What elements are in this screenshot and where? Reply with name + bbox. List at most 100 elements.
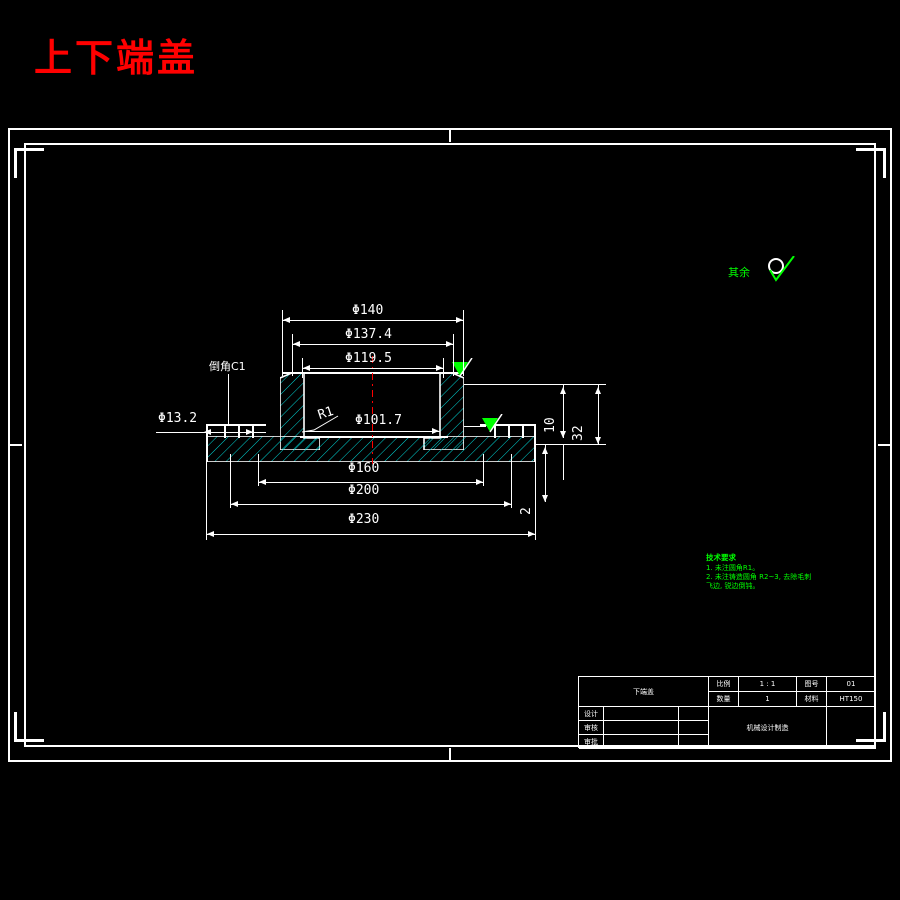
dim-line (306, 431, 440, 432)
center-tick-top (449, 128, 451, 142)
corner-mark-bl-h (14, 739, 44, 742)
title-block-value-drawing-number: 01 (827, 677, 876, 692)
vertical-centerline (372, 356, 373, 464)
ext-line-right (463, 310, 464, 376)
bore-step-right-2 (508, 424, 510, 438)
bore-step-left-3 (252, 424, 254, 438)
ext-line-right (443, 358, 444, 378)
arrow-left (231, 501, 238, 507)
title-block-key-quantity: 数量 (709, 692, 739, 707)
corner-mark-tr-v (883, 148, 886, 178)
finish-leader-line (464, 426, 486, 427)
dim-line (206, 534, 536, 535)
arrow-left (204, 429, 211, 435)
ext-line-right (483, 454, 484, 486)
center-tick-right (878, 444, 892, 446)
dimension-label: Φ160 (348, 461, 380, 476)
flange-right-edge (534, 424, 536, 462)
title-block: 下端盖 比例 1 : 1 图号 01 数量 1 材料 HT150 设计 审核 审… (578, 676, 876, 749)
arrow-left (303, 365, 310, 371)
dimension-label: 10 (543, 417, 558, 433)
arrow-down (560, 431, 566, 441)
arrow-left (207, 531, 214, 537)
title-block-value-quantity: 1 (739, 692, 797, 707)
cavity-floor-line (300, 436, 448, 438)
ext-line-bottom (536, 444, 606, 445)
technical-requirements-item-1: 1. 未注圆角R1。 (706, 563, 760, 572)
arrow-right (528, 531, 535, 537)
title-block-key-material: 材料 (797, 692, 827, 707)
dimension-label: Φ119.5 (345, 351, 392, 366)
arrow-right (456, 317, 463, 323)
dimension-label: Φ137.4 (345, 327, 392, 342)
arrow-left (259, 479, 266, 485)
dimension-label: Φ13.2 (158, 411, 198, 426)
bore-step-left-2 (238, 424, 240, 438)
ext-line-left (302, 358, 303, 378)
title-block-part-name: 下端盖 (579, 677, 709, 707)
bore-top-line-left (206, 424, 266, 426)
dim-line (302, 368, 444, 369)
flange-left-edge (206, 424, 208, 462)
arrow-right (504, 501, 511, 507)
arrow-right (246, 429, 253, 435)
title-block-value-scale: 1 : 1 (739, 677, 797, 692)
title-block-key-designer: 设计 (579, 707, 604, 721)
corner-mark-tl-v (14, 148, 17, 178)
dim-line (545, 444, 546, 502)
left-wall-hatched (280, 372, 320, 450)
title-block-field-designer[interactable] (604, 707, 679, 721)
arrow-up (542, 444, 548, 454)
corner-mark-bl-v (14, 712, 17, 742)
arrow-right (476, 479, 483, 485)
arrow-left (283, 317, 290, 323)
bore-step-left-1 (224, 424, 226, 438)
dim-line (563, 384, 564, 438)
surface-finish-label: 其余 (728, 266, 750, 279)
dimension-label: Φ101.7 (355, 413, 402, 428)
ext-line-left (282, 310, 283, 376)
title-block-value-material: HT150 (827, 692, 876, 707)
dim-line (258, 482, 484, 483)
ext-line-left (230, 454, 231, 508)
dim-line (292, 344, 454, 345)
technical-requirements-item-2: 2. 未注铸造圆角 R2~3, 去除毛刺飞边, 锐边倒钝。 (706, 573, 812, 590)
aux-ext-line (563, 444, 564, 480)
ext-line-right (511, 454, 512, 508)
title-block-field-approver[interactable] (604, 735, 679, 749)
title-block-key-reviewer: 审核 (579, 721, 604, 735)
ext-line-left (292, 334, 293, 376)
cup-top-rim-line (282, 372, 464, 374)
technical-requirements-block: 技术要求 1. 未注圆角R1。 2. 未注铸造圆角 R2~3, 去除毛刺飞边, … (706, 553, 816, 590)
ext-line-left (258, 454, 259, 486)
bore-step-right-1 (494, 424, 496, 438)
title-block-field-reviewer[interactable] (604, 721, 679, 735)
center-tick-bottom (449, 748, 451, 762)
title-block-blank-cell[interactable] (827, 707, 876, 749)
bore-step-right-3 (522, 424, 524, 438)
title-block-date-designer[interactable] (679, 707, 709, 721)
dim-line (598, 384, 599, 444)
arrow-down (595, 437, 601, 447)
surface-finish-mark-upper-icon (452, 358, 473, 377)
arrow-right (432, 428, 439, 434)
leader-line (228, 374, 229, 426)
ext-line-top (464, 384, 606, 385)
dimension-label: 倒角C1 (209, 360, 246, 373)
title-block-org: 机械设计制造 (709, 707, 827, 749)
title-block-date-reviewer[interactable] (679, 721, 709, 735)
surface-finish-symbol-icon (768, 256, 795, 282)
ext-line-left (206, 462, 207, 540)
surface-finish-mark-lower-icon (482, 414, 503, 433)
title-block-key-drawing-number: 图号 (797, 677, 827, 692)
title-block-date-approver[interactable] (679, 735, 709, 749)
flange-slab-hatched (206, 436, 536, 462)
arrow-up (595, 384, 601, 394)
ext-line-right (535, 462, 536, 540)
title-block-key-approver: 审批 (579, 735, 604, 749)
corner-mark-br-v (883, 712, 886, 742)
arrow-right (436, 365, 443, 371)
dimension-label: Φ140 (352, 303, 384, 318)
